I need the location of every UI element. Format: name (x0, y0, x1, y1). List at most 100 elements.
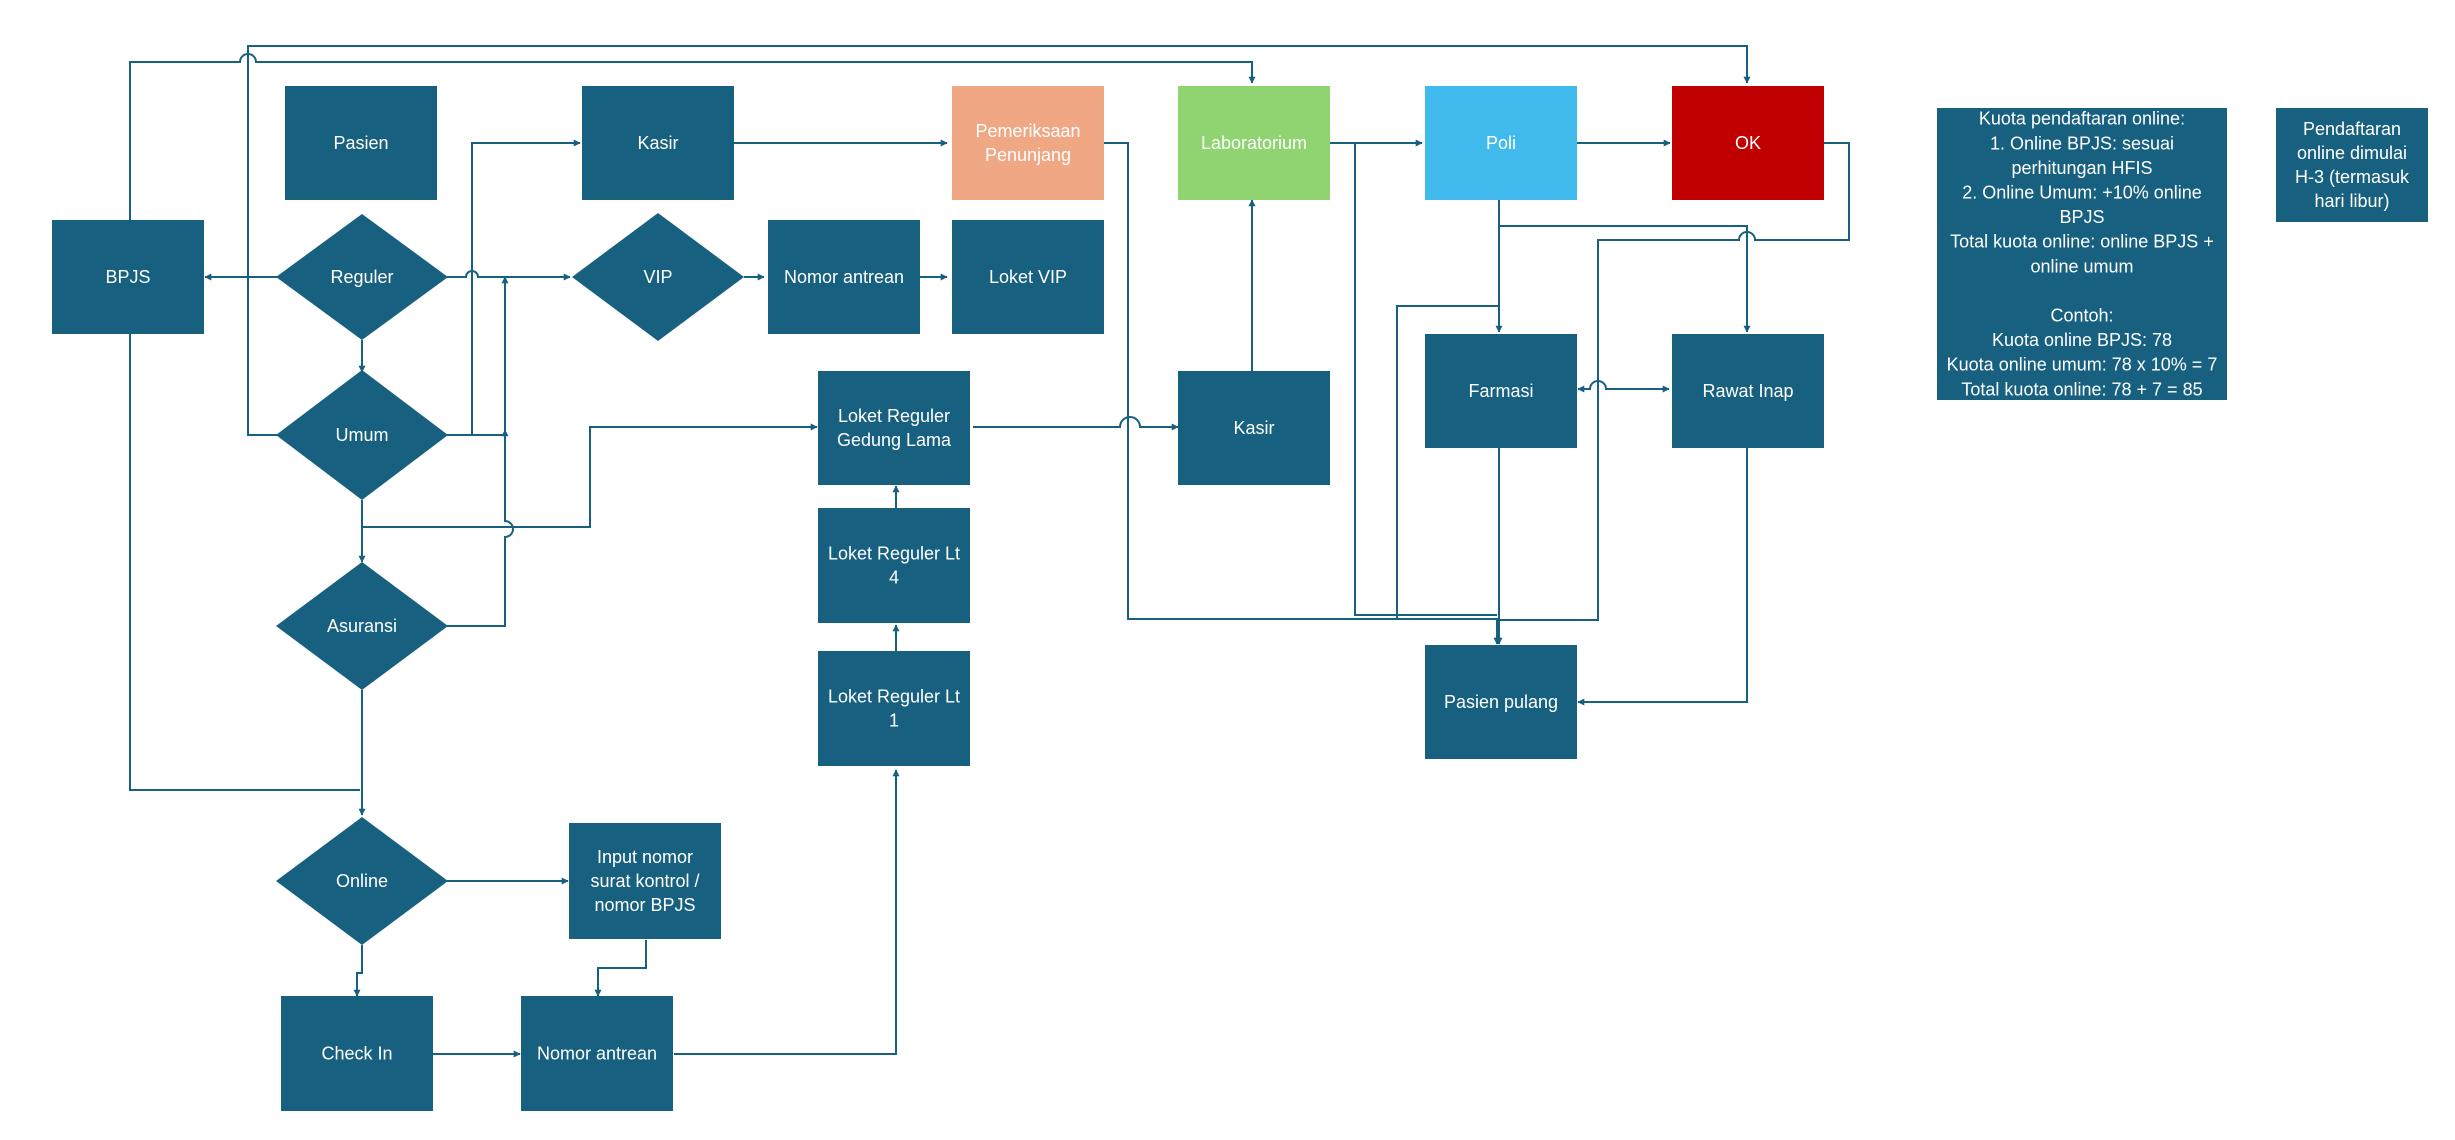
check-in-box (281, 996, 433, 1111)
input-nomor-label-line: nomor BPJS (594, 895, 695, 915)
rawat-inap-label: Rawat Inap (1702, 381, 1793, 401)
node-poli: Poli (1425, 86, 1577, 200)
node-ok: OK (1672, 86, 1824, 200)
kasir-mid-label-line: Kasir (1233, 418, 1274, 438)
pasien-pulang-label: Pasien pulang (1444, 692, 1558, 712)
node-bpjs: BPJS (52, 220, 204, 334)
asuransi-diamond (276, 562, 448, 690)
farmasi-box (1425, 334, 1577, 448)
poli-box (1425, 86, 1577, 200)
pendaftaran-note-label-line: online dimulai (2297, 143, 2407, 163)
kuota-note-label-line: Contoh: (2050, 306, 2113, 326)
node-laboratorium: Laboratorium (1178, 86, 1330, 200)
asuransi-label: Asuransi (327, 616, 397, 636)
connector-umum-kasir (447, 139, 581, 436)
node-kasir-top: Kasir (582, 86, 734, 200)
farmasi-label-line: Farmasi (1468, 381, 1533, 401)
node-rawat-inap: Rawat Inap (1672, 334, 1824, 448)
kuota-note-label-line: Kuota online BPJS: 78 (1992, 330, 2172, 350)
node-pasien: Pasien (285, 86, 437, 200)
check-in-label-line: Check In (321, 1044, 392, 1064)
farmasi-label: Farmasi (1468, 381, 1533, 401)
nomor-antrean-online-label-line: Nomor antrean (537, 1044, 657, 1064)
laboratorium-box (1178, 86, 1330, 200)
connector-gedunglama-kasir (973, 416, 1179, 431)
node-reguler: Reguler (276, 214, 448, 340)
loket-reguler-lt1-box (818, 651, 970, 766)
umum-diamond (276, 370, 448, 500)
connectors (129, 45, 1850, 1058)
loket-vip-label: Loket VIP (989, 267, 1067, 287)
node-kuota-note: Kuota pendaftaran online:1. Online BPJS:… (1937, 108, 2227, 400)
kuota-note-label-line: Kuota online umum: 78 x 10% = 7 (1947, 355, 2218, 375)
kasir-top-label-line: Kasir (637, 133, 678, 153)
pasien-label: Pasien (333, 133, 388, 153)
input-nomor-label-line: surat kontrol / (590, 871, 699, 891)
connector-poli-rawat (1499, 225, 1751, 333)
vip-label: VIP (643, 267, 672, 287)
kasir-mid-label: Kasir (1233, 418, 1274, 438)
bpjs-box (52, 220, 204, 334)
asuransi-label-line: Asuransi (327, 616, 397, 636)
connector-lab-pulang (1354, 143, 1497, 616)
connector-umum-ok (247, 45, 1751, 436)
ok-label-line: OK (1735, 133, 1761, 153)
online-label: Online (336, 871, 388, 891)
online-diamond (276, 817, 448, 945)
poli-label: Poli (1486, 133, 1516, 153)
pendaftaran-note-label-line: hari libur) (2314, 191, 2389, 211)
node-nomor-antrean-vip: Nomor antrean (768, 220, 920, 334)
vip-label-line: VIP (643, 267, 672, 287)
kuota-note-label-line: Kuota pendaftaran online: (1979, 109, 2185, 129)
online-label-line: Online (336, 871, 388, 891)
vip-diamond (572, 213, 744, 341)
connector-penunjang-pulang (1103, 142, 1501, 645)
node-online: Online (276, 817, 448, 945)
kuota-note-label-line: online umum (2030, 256, 2133, 276)
node-farmasi: Farmasi (1425, 334, 1577, 448)
kasir-top-box (582, 86, 734, 200)
pemeriksaan-penunjang-label-line: Penunjang (985, 145, 1071, 165)
ok-box (1672, 86, 1824, 200)
umum-label: Umum (336, 425, 389, 445)
bpjs-label: BPJS (105, 267, 150, 287)
pasien-pulang-box (1425, 645, 1577, 759)
check-in-label: Check In (321, 1044, 392, 1064)
kuota-note-label-line: Total kuota online: 78 + 7 = 85 (1961, 379, 2202, 399)
loket-reguler-lt4-box (818, 508, 970, 623)
node-vip: VIP (572, 213, 744, 341)
connector-poli-side (1396, 305, 1499, 619)
kasir-mid-box (1178, 371, 1330, 485)
node-umum: Umum (276, 370, 448, 500)
connector-umum-gedunglama (362, 423, 818, 528)
node-asuransi: Asuransi (276, 562, 448, 690)
connector-umum-merge (472, 429, 509, 437)
loket-vip-box (952, 220, 1104, 334)
connector-input-antrean (594, 940, 647, 997)
connector-farmasi-rawat (1577, 380, 1670, 393)
laboratorium-label: Laboratorium (1201, 133, 1307, 153)
reguler-label-line: Reguler (330, 267, 393, 287)
rawat-inap-label-line: Rawat Inap (1702, 381, 1793, 401)
laboratorium-label-line: Laboratorium (1201, 133, 1307, 153)
nomor-antrean-online-label: Nomor antrean (537, 1044, 657, 1064)
kuota-note-box (1937, 108, 2227, 400)
kuota-note-label: Kuota pendaftaran online:1. Online BPJS:… (1947, 109, 2218, 400)
nomor-antrean-vip-box (768, 220, 920, 334)
input-nomor-box (569, 823, 721, 939)
loket-reguler-gedung-lama-label-line: Gedung Lama (837, 430, 952, 450)
connector-ok-pulang (1497, 142, 1850, 621)
node-kasir-mid: Kasir (1178, 371, 1330, 485)
connector-bpjs-online (129, 333, 360, 791)
pemeriksaan-penunjang-label-line: Pemeriksaan (975, 121, 1080, 141)
rawat-inap-box (1672, 334, 1824, 448)
